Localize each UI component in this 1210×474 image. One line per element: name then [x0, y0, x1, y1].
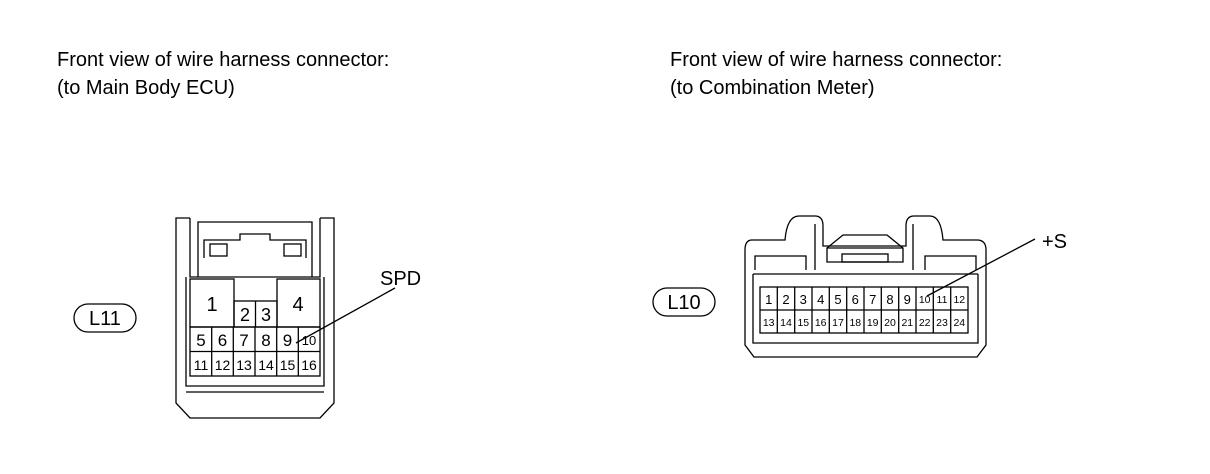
l10-pin-label: 17: [832, 317, 844, 329]
l10-pin-label: 21: [901, 317, 913, 329]
l10-label-badge: [652, 287, 716, 317]
l10-pin-label: 10: [919, 294, 931, 306]
l11-label-badge: [73, 303, 137, 333]
spd-signal-label: SPD: [380, 268, 421, 290]
l11-cavity-grid: [189, 278, 321, 377]
plus-s-signal-label: +S: [1042, 231, 1067, 253]
l11-connector-body: [175, 217, 335, 419]
l11-pin-label: 8: [261, 331, 270, 350]
l11-pin-label: 11: [194, 357, 209, 373]
l10-connector-body: [744, 215, 987, 358]
l10-pin-labels: 1 2 3 4 5 6 7 8 9 10 11 12 13 14 15 16 1…: [763, 292, 965, 329]
l10-pin-label: 5: [834, 292, 841, 307]
plus-s-leader-line: [926, 238, 1036, 297]
l10-pin-label: 16: [815, 317, 827, 329]
l10-pin-label: 7: [869, 292, 876, 307]
l11-pin-label: 14: [258, 357, 274, 373]
l10-pin-label: 18: [849, 317, 861, 329]
l10-pin-label: 4: [817, 292, 824, 307]
l11-pin-label: 5: [196, 331, 205, 350]
l11-pin-label: 3: [261, 305, 271, 325]
l10-pin-label: 6: [852, 292, 859, 307]
l10-pin-label: 1: [765, 292, 772, 307]
l11-pin-label: 4: [292, 294, 303, 316]
l11-pin-label: 10: [302, 333, 316, 348]
spd-leader-line: [295, 287, 396, 344]
l10-pin-label: 22: [919, 317, 931, 329]
l10-pin-label: 23: [936, 317, 948, 329]
l10-pin-label: 14: [780, 317, 792, 329]
l11-pin-label: 9: [283, 331, 292, 350]
left-caption-line-2: (to Main Body ECU): [57, 77, 235, 99]
l10-pin-label: 8: [886, 292, 893, 307]
l10-connector-label: L10: [667, 292, 700, 314]
left-connector-caption: Front view of wire harness connector: (t…: [57, 46, 389, 102]
l11-pin-labels: 1 2 3 4 5 6 7 8 9 10 11 12 13 14 15 16: [194, 294, 317, 373]
l11-pin-label: 7: [239, 331, 248, 350]
l10-pin-label: 12: [953, 294, 965, 306]
l10-pin-label: 3: [800, 292, 807, 307]
l11-pin-label: 1: [206, 294, 217, 316]
right-caption-line-1: Front view of wire harness connector:: [670, 49, 1003, 71]
l11-pin-label: 16: [301, 357, 317, 373]
l10-pin-label: 15: [797, 317, 809, 329]
l10-cavity-grid: [759, 286, 969, 334]
l10-pin-label: 24: [953, 317, 965, 329]
l11-connector-label: L11: [89, 308, 121, 330]
l11-pin-label: 13: [236, 357, 252, 373]
l11-pin-label: 6: [218, 331, 227, 350]
l10-pin-label: 9: [904, 292, 911, 307]
l10-pin-label: 19: [867, 317, 879, 329]
l11-pin-label: 2: [240, 305, 250, 325]
right-caption-line-2: (to Combination Meter): [670, 77, 875, 99]
l10-pin-label: 11: [937, 294, 948, 306]
left-caption-line-1: Front view of wire harness connector:: [57, 49, 390, 71]
l10-pin-label: 13: [763, 317, 775, 329]
l11-pin-label: 12: [215, 357, 231, 373]
l10-pin-label: 2: [782, 292, 789, 307]
l10-pin-label: 20: [884, 317, 896, 329]
right-connector-caption: Front view of wire harness connector: (t…: [670, 46, 1002, 102]
l11-pin-label: 15: [280, 357, 296, 373]
